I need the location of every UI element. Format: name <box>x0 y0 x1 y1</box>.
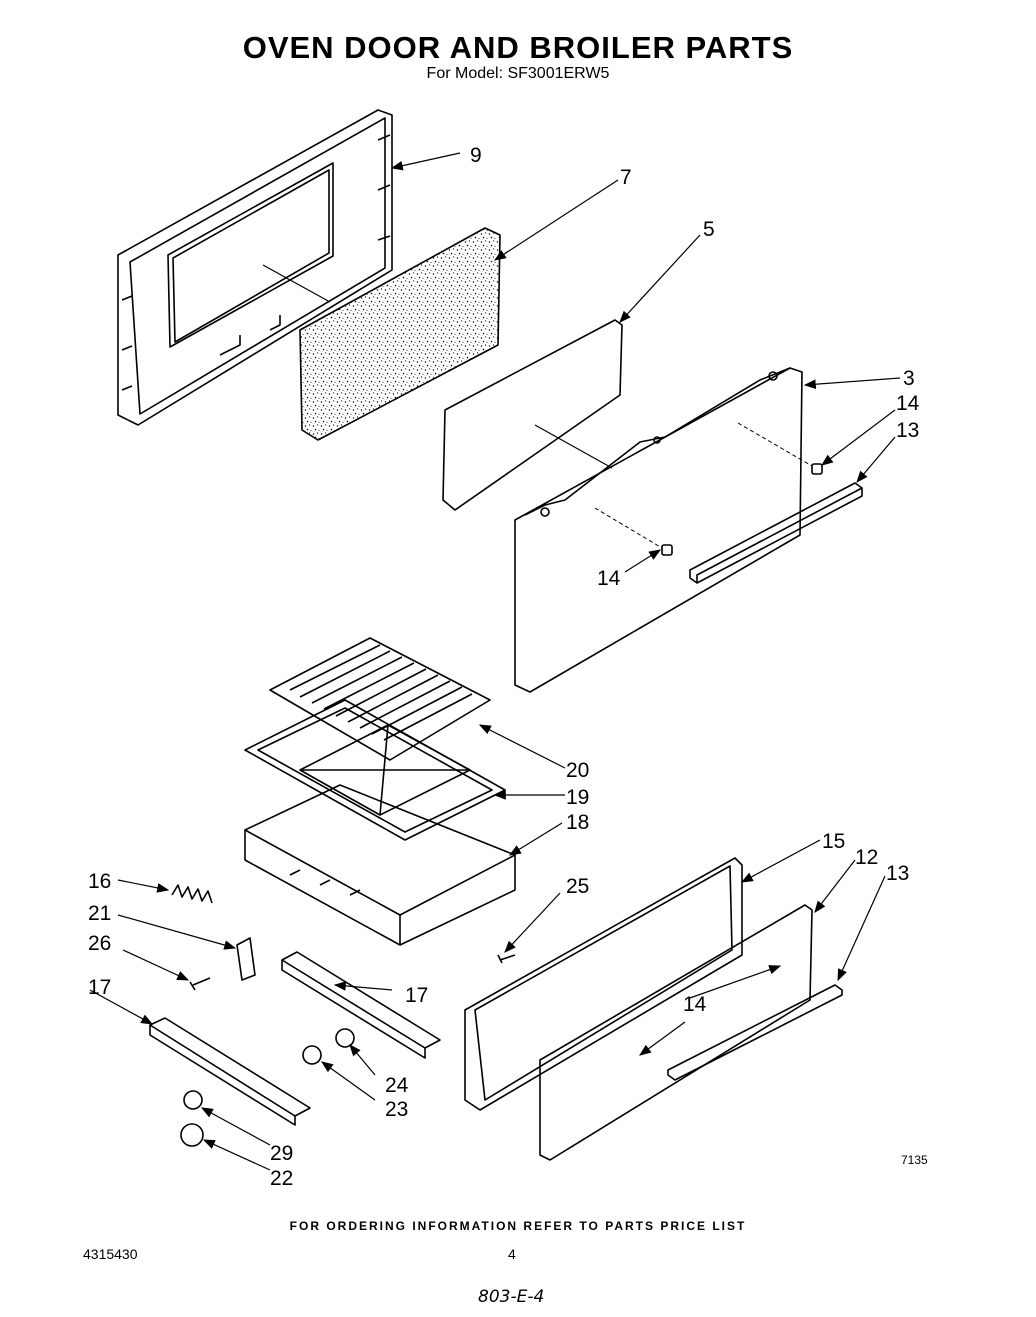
callout-3: 3 <box>903 367 915 390</box>
callout-14-lower: 14 <box>597 567 621 590</box>
document-number: 4315430 <box>83 1246 138 1262</box>
door-handle-part-13 <box>689 482 863 584</box>
latch-part-21 <box>236 937 256 981</box>
roller-part-24 <box>335 1028 355 1048</box>
callout-25: 25 <box>566 875 589 898</box>
callout-5: 5 <box>703 218 715 241</box>
spring-part-16 <box>171 884 213 904</box>
callout-14-drawer: 14 <box>683 993 707 1016</box>
callout-29: 29 <box>270 1142 293 1165</box>
callout-19: 19 <box>566 786 589 809</box>
callout-14: 14 <box>896 392 920 415</box>
insulation-part-7 <box>299 227 501 441</box>
pin-part-25 <box>497 954 516 964</box>
roller-part-29 <box>183 1090 203 1110</box>
handwritten-note: 803-E-4 <box>478 1287 545 1307</box>
callout-13-drawer: 13 <box>886 862 909 885</box>
callout-24: 24 <box>385 1074 409 1097</box>
leader-arrows <box>89 152 901 1171</box>
callout-17-right: 17 <box>405 984 428 1007</box>
outer-door-part-3 <box>514 367 803 693</box>
callout-17-left: 17 <box>88 976 111 999</box>
drawer-handle-part-13 <box>667 984 843 1081</box>
screw-part-26 <box>189 977 211 991</box>
ordering-note: FOR ORDERING INFORMATION REFER TO PARTS … <box>289 1219 747 1233</box>
callout-13: 13 <box>896 419 919 442</box>
broiler-pan-part-19 <box>244 699 506 841</box>
callout-7: 7 <box>620 166 632 189</box>
page-title: OVEN DOOR AND BROILER PARTS <box>242 30 794 65</box>
door-panel-part-5 <box>442 319 623 511</box>
inner-door-panel-part-9 <box>117 109 393 426</box>
callout-26: 26 <box>88 932 111 955</box>
bracket-part-17-right <box>281 951 441 1059</box>
callout-20: 20 <box>566 759 589 782</box>
callout-21: 21 <box>88 902 111 925</box>
callout-labels: 9 7 5 3 14 13 14 20 19 18 15 12 13 16 21… <box>88 144 928 1190</box>
diagram-code: 7135 <box>901 1153 928 1167</box>
page-number: 4 <box>508 1246 516 1262</box>
roller-part-23 <box>302 1045 322 1065</box>
drawer-front-part-12 <box>539 904 813 1161</box>
broiler-grid-part-20 <box>269 637 491 761</box>
callout-12: 12 <box>855 846 878 869</box>
callout-18: 18 <box>566 811 589 834</box>
broiler-drawer-part-18 <box>244 784 516 946</box>
model-subtitle: For Model: SF3001ERW5 <box>426 65 610 82</box>
callout-9: 9 <box>470 144 482 167</box>
callout-15: 15 <box>822 830 845 853</box>
spacers-part-14 <box>594 422 823 556</box>
drawer-inner-panel-part-15 <box>464 857 743 1111</box>
callout-23: 23 <box>385 1098 408 1121</box>
callout-16: 16 <box>88 870 111 893</box>
roller-part-22 <box>180 1123 204 1147</box>
callout-22: 22 <box>270 1167 293 1190</box>
bracket-part-17-left <box>149 1017 311 1126</box>
